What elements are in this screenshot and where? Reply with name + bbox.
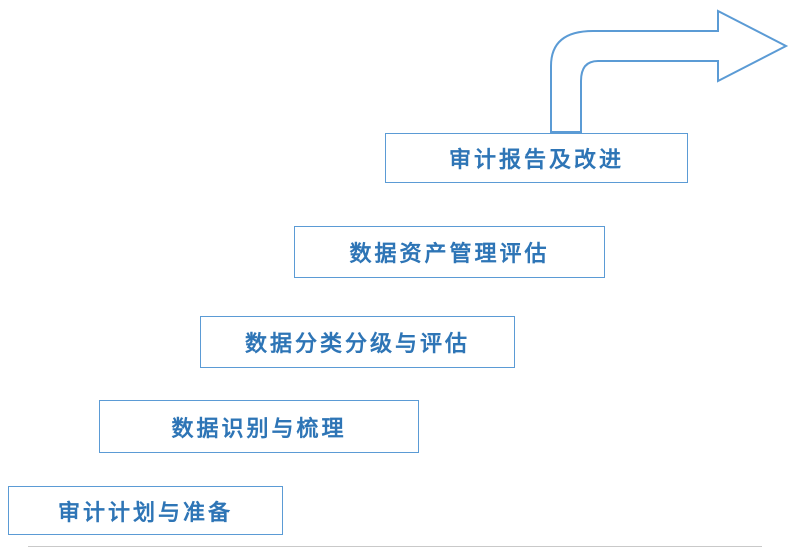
step-box-audit-report-improvement: 审计报告及改进 bbox=[385, 133, 688, 183]
step-label: 审计计划与准备 bbox=[57, 499, 233, 525]
step-label: 数据分类分级与评估 bbox=[244, 331, 470, 356]
step-box-audit-planning-preparation: 审计计划与准备 bbox=[8, 486, 283, 535]
step-box-data-identification-sorting: 数据识别与梳理 bbox=[99, 400, 419, 453]
curved-up-right-arrow-icon bbox=[543, 6, 789, 136]
step-box-data-classification-grading-evaluation: 数据分类分级与评估 bbox=[200, 316, 515, 368]
step-label: 审计报告及改进 bbox=[448, 147, 624, 172]
bottom-edge-line bbox=[28, 546, 762, 547]
step-box-data-asset-management-evaluation: 数据资产管理评估 bbox=[294, 226, 605, 278]
step-label: 数据识别与梳理 bbox=[171, 415, 347, 441]
step-label: 数据资产管理评估 bbox=[349, 241, 550, 266]
